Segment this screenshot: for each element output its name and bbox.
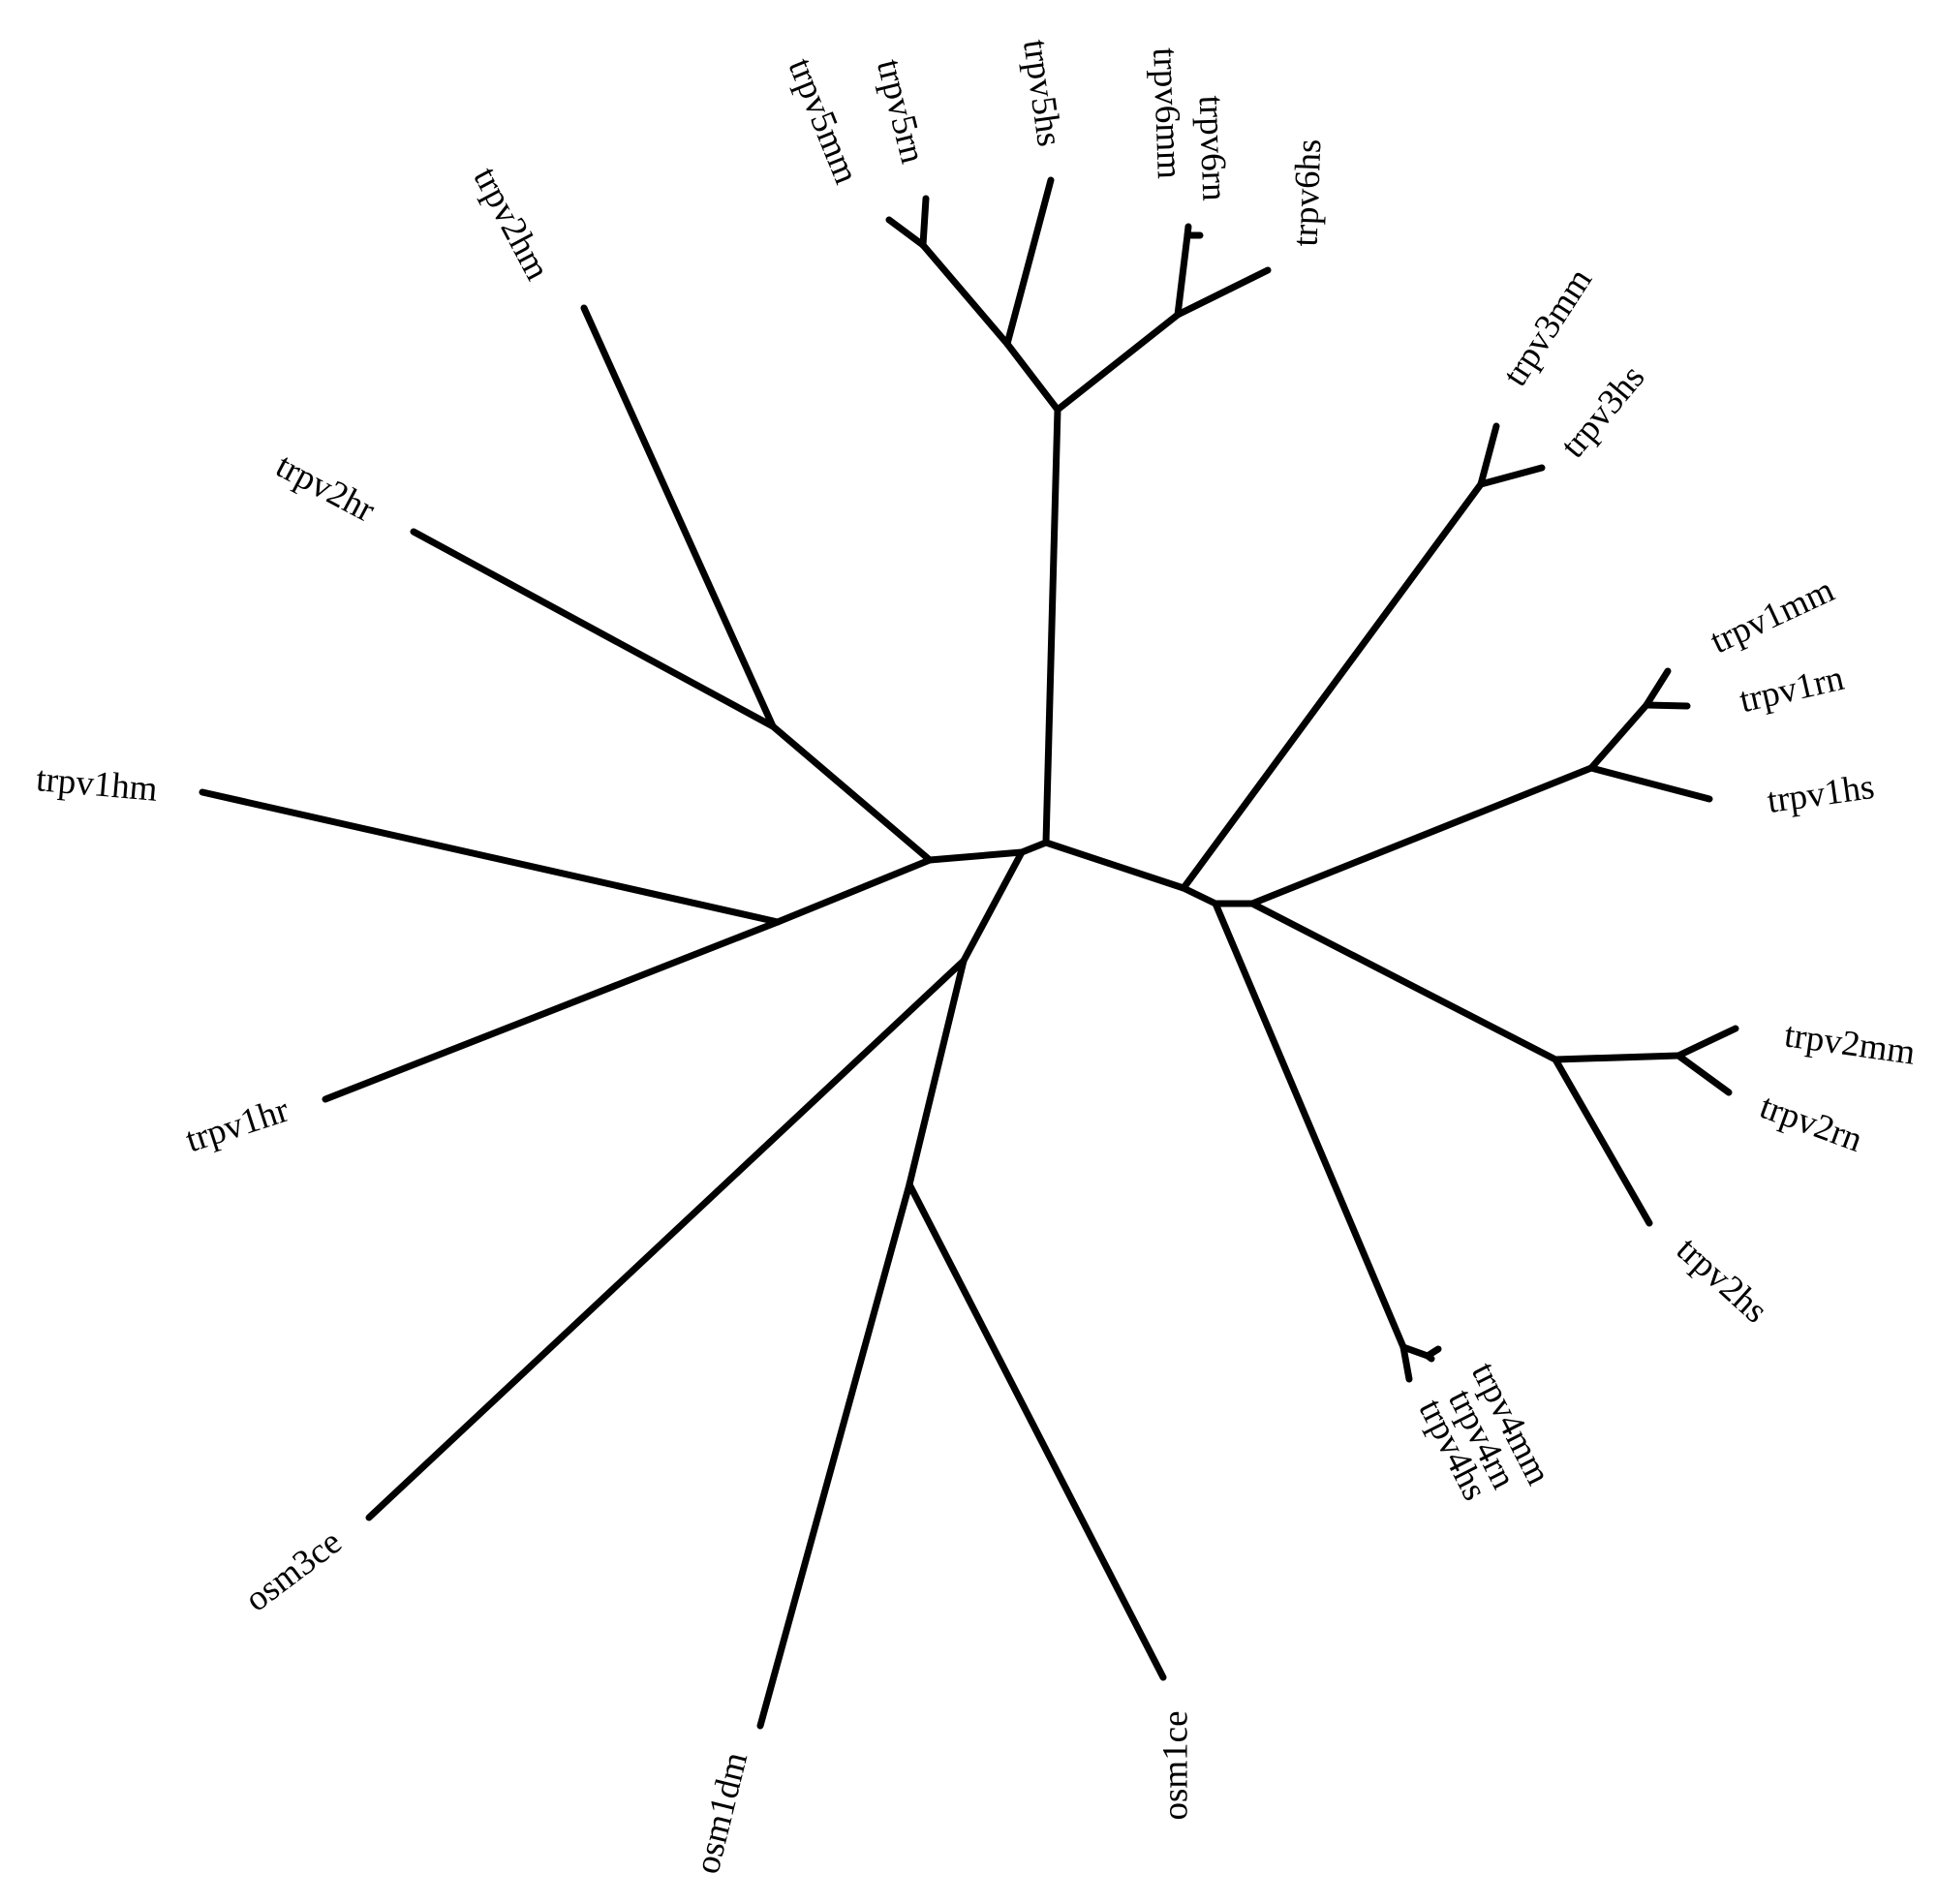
branch-trpv2mm — [1675, 1025, 1739, 1059]
branch-trpv4rn — [1424, 1352, 1435, 1363]
branch-jL-nOsm — [960, 848, 1026, 965]
tip-label-trpv2hr: trpv2hr — [269, 445, 381, 530]
tip-label-trpv2rn: trpv2rn — [1755, 1087, 1867, 1160]
tip-label-trpv1hr: trpv1hr — [181, 1090, 293, 1161]
branch-n1-n1a — [1587, 701, 1650, 772]
branch-trpv1mm — [1643, 667, 1672, 709]
tip-label-osm1ce: osm1ce — [1156, 1710, 1196, 1820]
branch-trpv1hr — [322, 918, 782, 1103]
internal-branches — [769, 231, 1682, 1360]
branch-osm3ce — [365, 957, 968, 1521]
branch-trpv3mm — [1477, 422, 1500, 488]
branch-osm1ce — [906, 1181, 1167, 1681]
branch-trpv5rn — [919, 195, 930, 249]
tip-label-trpv5mm: trpv5mm — [781, 52, 867, 189]
branch-trpv2hs — [1552, 1056, 1653, 1227]
branch-jL-nLeft — [926, 848, 1026, 864]
branch-n2-n2a — [1552, 1052, 1682, 1063]
branch-nTop-n5 — [1003, 340, 1061, 414]
branch-root-jL — [1018, 839, 1050, 856]
branch-nR3-n3 — [1180, 480, 1485, 892]
branch-nLeft-n1h — [774, 856, 934, 926]
branch-n4-n4a — [1399, 1343, 1431, 1360]
branch-nR3-nR — [1180, 884, 1219, 907]
branch-osm1dm — [756, 1181, 913, 1730]
branch-nR2-n2 — [1248, 900, 1559, 1063]
tip-label-trpv6hs: trpv6hs — [1286, 138, 1330, 247]
branch-n6-n6a — [1174, 231, 1191, 319]
branch-nOsm-nOsm1 — [906, 957, 968, 1188]
tip-labels: trpv2hm trpv2hr trpv1hm trpv1hr osm3ce osm1dm… — [35, 37, 1918, 1878]
tip-label-trpv1hs: trpv1hs — [1765, 767, 1877, 821]
tip-label-trpv2hs: trpv2hs — [1669, 1230, 1775, 1332]
tip-label-osm1dm: osm1dm — [688, 1748, 756, 1878]
branch-trpv5hs — [1003, 176, 1055, 348]
branch-root-nR3 — [1042, 839, 1187, 892]
branch-root-nTop — [1042, 406, 1061, 846]
branch-trpv5mm — [885, 216, 927, 249]
branch-trpv1hm — [199, 788, 782, 926]
tip-label-trpv1hm: trpv1hm — [35, 759, 160, 810]
tip-label-trpv2hm: trpv2hm — [465, 161, 557, 287]
tip-label-trpv5hs: trpv5hs — [1015, 37, 1069, 149]
branch-nR2-n1 — [1248, 764, 1595, 907]
tip-label-osm3ce: osm3ce — [238, 1522, 350, 1620]
tip-label-trpv1mm: trpv1mm — [1705, 570, 1840, 662]
branch-trpv2rn — [1675, 1052, 1733, 1096]
tip-label-trpv6rn: trpv6rn — [1191, 95, 1235, 201]
terminal-branches — [199, 176, 1739, 1730]
branch-trpv2hr — [410, 528, 777, 730]
branch-trpv1rn — [1643, 701, 1691, 710]
branch-trpv6hs — [1174, 266, 1272, 319]
tip-label-trpv3hs: trpv3hs — [1553, 357, 1653, 465]
tip-label-trpv5rn: trpv5rn — [869, 55, 933, 168]
branch-nR-n4 — [1212, 900, 1407, 1351]
branch-trpv4hs — [1399, 1343, 1413, 1383]
tip-label-trpv6mm: trpv6mm — [1145, 46, 1189, 179]
tip-label-trpv1rn: trpv1rn — [1736, 659, 1847, 721]
branch-trpv3hs — [1477, 464, 1546, 488]
tip-label-trpv2mm: trpv2mm — [1782, 1015, 1918, 1073]
branch-trpv1hs — [1587, 764, 1713, 803]
branch-nLeft-n2h — [769, 722, 934, 864]
tip-label-trpv3mm: trpv3mm — [1495, 261, 1600, 393]
branch-nTop-n6 — [1054, 311, 1182, 414]
branch-n5-n5a — [919, 241, 1011, 348]
branch-trpv2hm — [580, 304, 777, 730]
